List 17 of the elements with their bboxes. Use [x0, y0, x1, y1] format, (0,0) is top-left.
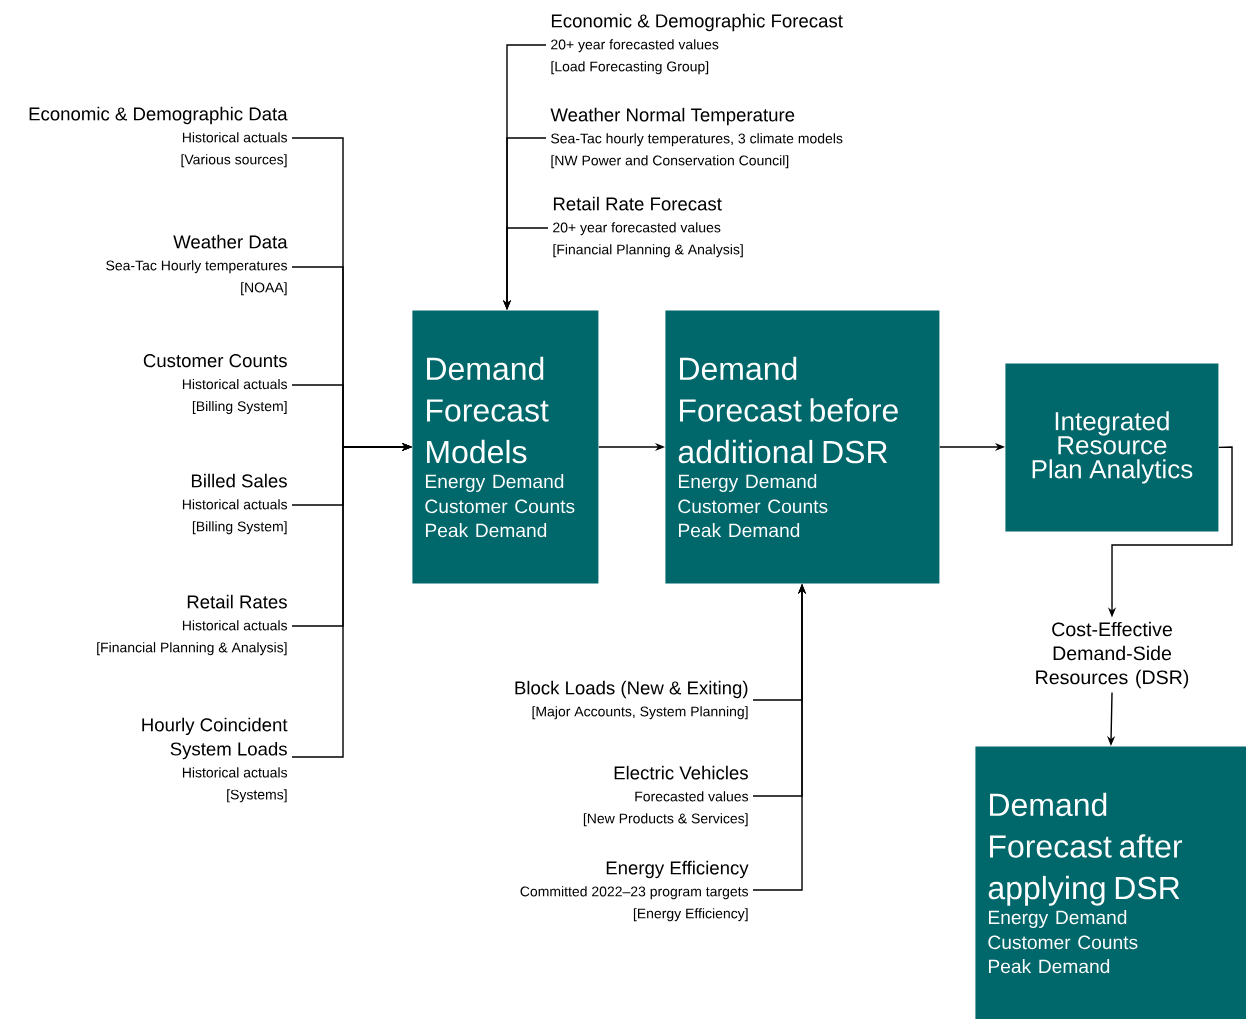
process-box: Demand Forecast after applying DSR Energy Demand Customer Counts Peak Demand	[975, 746, 1246, 1019]
source-text: Block Loads (New & Exiting) [Major Accounts, System Planning]	[515, 680, 748, 720]
source-text: Electric Vehicles Forecasted values [New Products & Services]	[583, 765, 749, 827]
process-box: Integrated Resource Plan Analytics	[1005, 363, 1219, 532]
source-text: Retail Rates Historical actuals [Financial Planning & Analysis]	[97, 594, 288, 656]
source-text: Weather Data Sea-Tac Hourly temperatures [NOAA]	[106, 234, 288, 296]
source-text: Retail Rate Forecast 20+ year forecasted values [Financial Planning & Analysis]	[553, 196, 743, 258]
source-text: Energy Efficiency Committed 2022–23 program targets [Energy Efficiency]	[520, 860, 749, 922]
process-box: Demand Forecast before additional DSR Energy Demand Customer Counts Peak Demand	[665, 310, 940, 584]
source-text: Weather Normal Temperature Sea-Tac hourly temperatures, 3 climate models [NW Power and Conservation Council]	[550, 107, 843, 169]
result-text: Cost-Effective Demand-Side Resources (DSR)	[1036, 621, 1189, 689]
source-text: Economic & Demographic Forecast 20+ year forecasted values [Load Forecasting Group]	[551, 13, 843, 75]
process-box: Demand Forecast Models Energy Demand Customer Counts Peak Demand	[412, 310, 599, 584]
source-text: Hourly Coincident System Loads Historical actuals [Systems]	[142, 717, 288, 803]
source-text: Customer Counts Historical actuals [Billing System]	[143, 354, 288, 414]
source-text: Billed Sales Historical actuals [Billing System]	[182, 473, 288, 535]
source-text: Economic & Demographic Data Historical actuals [Various sources]	[29, 106, 288, 168]
